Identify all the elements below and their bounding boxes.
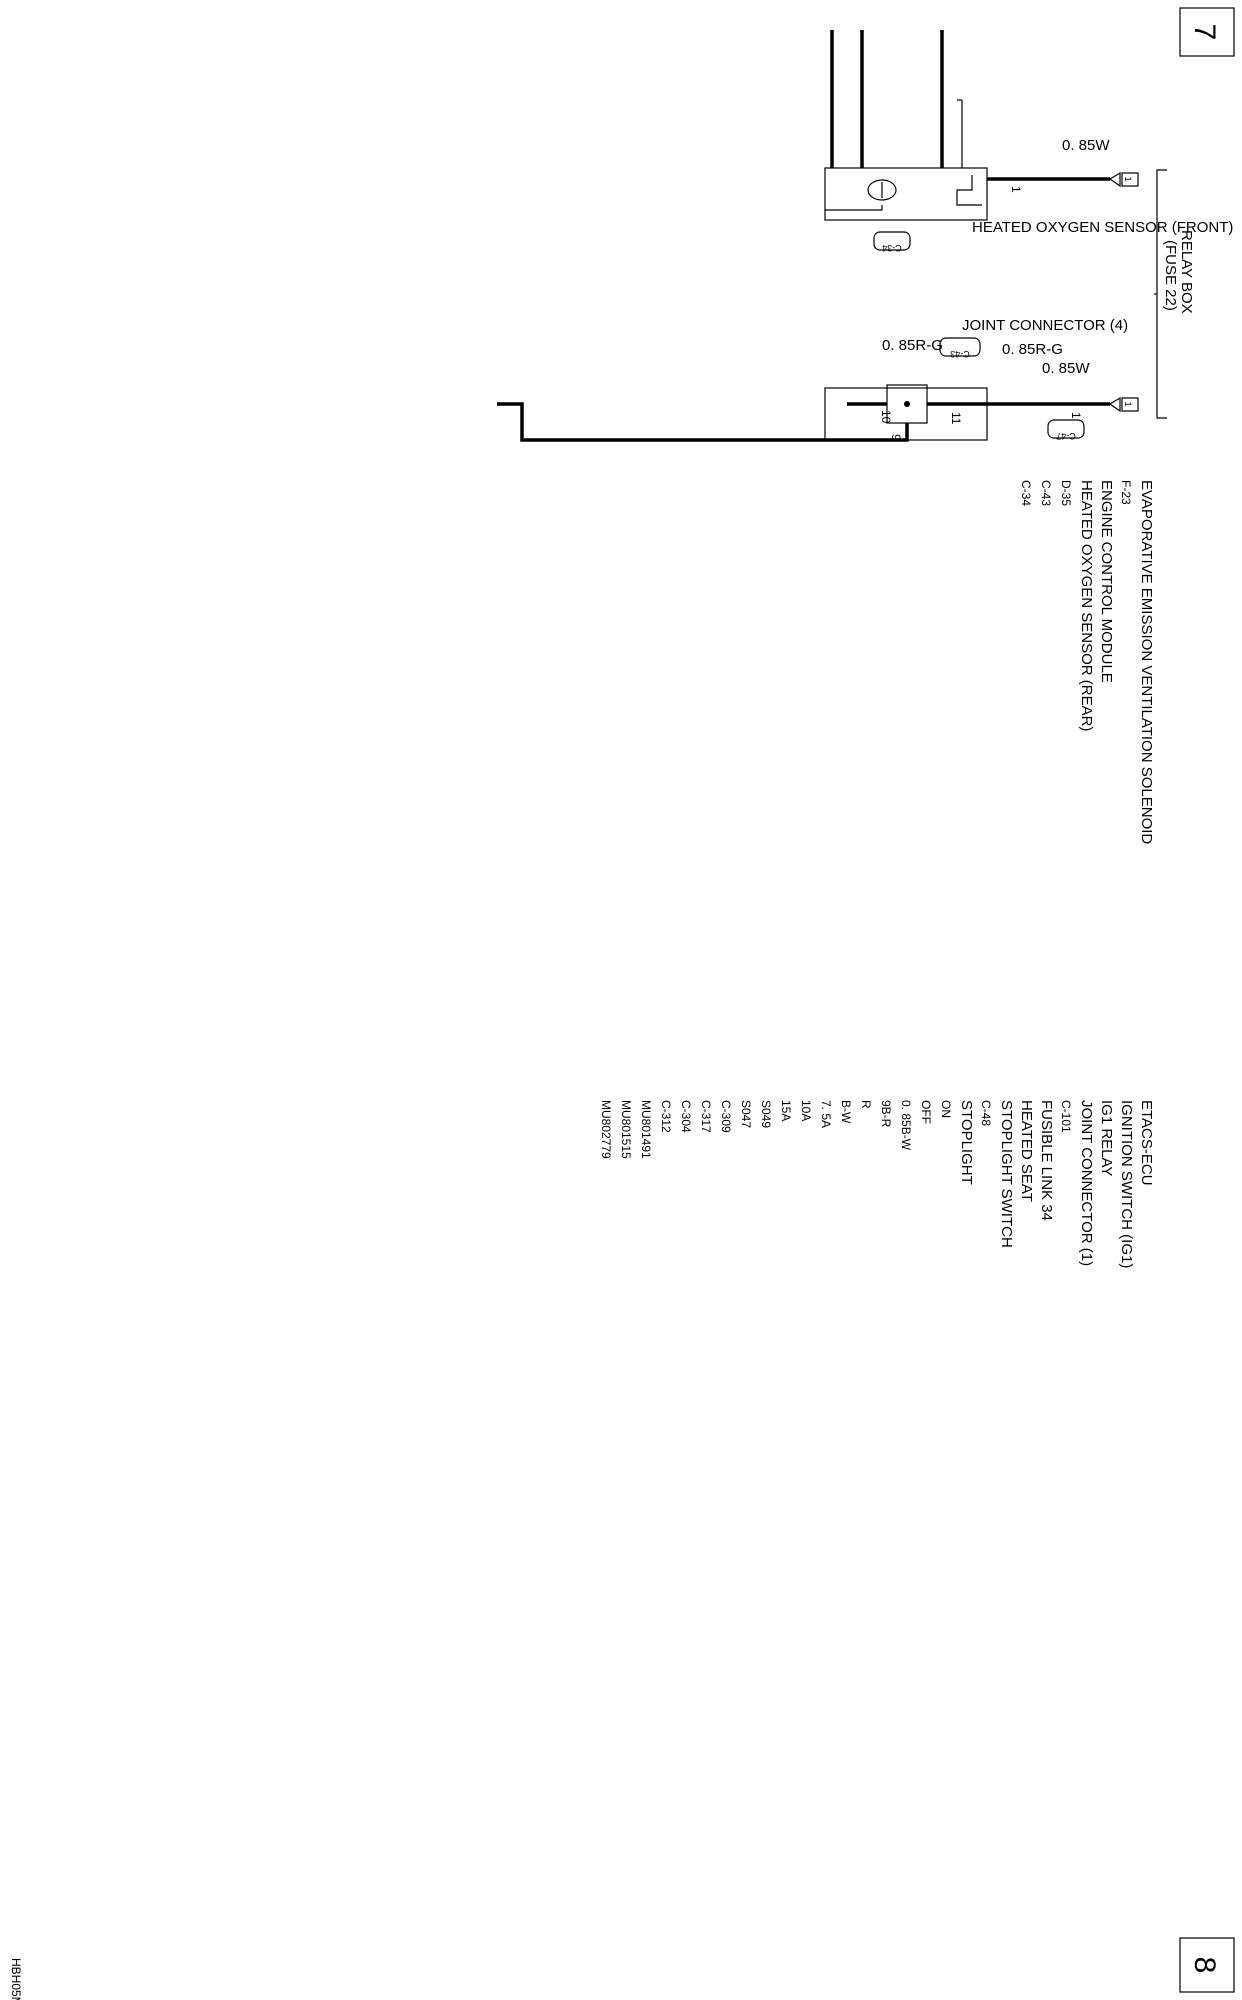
page-number-7-text: 7 xyxy=(1188,24,1221,41)
joint1-label: JOINT CONNECTOR (1) xyxy=(1078,1100,1095,1266)
heated-seat-label: HEATED SEAT xyxy=(1018,1100,1035,1202)
relay-box-label: RELAY BOX xyxy=(1178,230,1195,314)
wire-9br: 9B-R xyxy=(879,1100,893,1128)
wire-label-085w-b: 0. 85W xyxy=(1042,360,1090,377)
joint-connector-4 xyxy=(886,384,928,424)
s047: S047 xyxy=(739,1100,753,1128)
bus-terminal-2: 1 xyxy=(1108,396,1139,413)
relay-box-bracket xyxy=(1154,169,1167,419)
c47-tag-top: C-47 xyxy=(1047,419,1085,441)
ho2s-front-conn: C-34 xyxy=(1019,480,1033,506)
pn-f23: MU802779 xyxy=(599,1100,613,1159)
c43-tag: C-43 xyxy=(939,337,981,359)
stoplight-label: STOPLIGHT xyxy=(958,1100,975,1185)
ho2s-front xyxy=(824,167,1030,221)
ecm-label: ENGINE CONTROL MODULE xyxy=(1098,480,1115,683)
svg-text:11: 11 xyxy=(949,412,963,425)
c317: C-317 xyxy=(699,1100,713,1133)
ho2s-rear xyxy=(824,387,988,441)
svg-text:1: 1 xyxy=(1123,401,1133,406)
page-number-7: 7 xyxy=(1179,7,1235,57)
bus-terminal-1: 1 xyxy=(1108,171,1139,188)
stoplight-switch-label: STOPLIGHT SWITCH xyxy=(998,1100,1015,1248)
joint4-conn: C-43 xyxy=(1039,480,1053,506)
page-number-8-text: 8 xyxy=(1188,1957,1221,1974)
svg-text:1: 1 xyxy=(1069,412,1083,419)
pn-c48: MU801491 xyxy=(639,1100,653,1159)
ho2s-rear-conn: D-35 xyxy=(1059,480,1073,506)
svg-text:C-34: C-34 xyxy=(882,243,902,253)
svg-text:9: 9 xyxy=(889,434,903,441)
figure-code: HBH05M02DC xyxy=(9,1958,23,2000)
c304: C-304 xyxy=(679,1100,693,1133)
etacs-label: ETACS-ECU xyxy=(1138,1100,1155,1186)
ho2s-rear-label: HEATED OXYGEN SENSOR (REAR) xyxy=(1078,480,1095,731)
wire-bw: B-W xyxy=(839,1100,853,1124)
evap-conn: F-23 xyxy=(1119,480,1133,505)
page-number-8: 8 xyxy=(1179,1937,1235,1993)
fuse-5-rating: 10A xyxy=(799,1100,813,1121)
ho2s-front-label: HEATED OXYGEN SENSOR (FRONT) xyxy=(972,219,1233,236)
svg-text:1: 1 xyxy=(1009,186,1023,193)
svg-text:1: 1 xyxy=(1123,176,1133,181)
ig1-relay-label: IG1 RELAY xyxy=(1098,1100,1115,1176)
stoplight-switch-conn: C-48 xyxy=(979,1100,993,1126)
svg-text:C-43: C-43 xyxy=(950,349,970,359)
s049: S049 xyxy=(759,1100,773,1128)
evap-label: EVAPORATIVE EMISSION VENTILATION SOLENOI… xyxy=(1138,480,1155,844)
wire-085bw: 0. 85B-W xyxy=(899,1100,913,1151)
pn-c101: MU801515 xyxy=(619,1100,633,1159)
wire-085rg-evap xyxy=(497,402,909,442)
wire-label-085rg-b: 0. 85R-G xyxy=(882,337,943,354)
joint4-label: JOINT CONNECTOR (4) xyxy=(962,317,1128,334)
svg-text:10: 10 xyxy=(879,410,893,424)
wire-label-085w-a: 0. 85W xyxy=(1062,137,1110,154)
relay-box-fuse: (FUSE 22) xyxy=(1162,240,1179,311)
joint1-conn: C-101 xyxy=(1059,1100,1073,1133)
wire-r: R xyxy=(859,1100,873,1109)
fuse-12-rating: 7. 5A xyxy=(819,1100,833,1128)
wire-label-085rg-a: 0. 85R-G xyxy=(1002,341,1063,358)
c34-tag: C-34 xyxy=(873,231,911,253)
c312: C-312 xyxy=(659,1100,673,1133)
c309: C-309 xyxy=(719,1100,733,1133)
fusible-link-label: FUSIBLE LINK 34 xyxy=(1038,1100,1055,1221)
fuse-2-rating: 15A xyxy=(779,1100,793,1121)
ign-label: IGNITION SWITCH (IG1) xyxy=(1118,1100,1135,1268)
svg-text:C-47: C-47 xyxy=(1056,431,1076,441)
on-label: ON xyxy=(939,1100,953,1118)
off-label: OFF xyxy=(919,1100,933,1124)
